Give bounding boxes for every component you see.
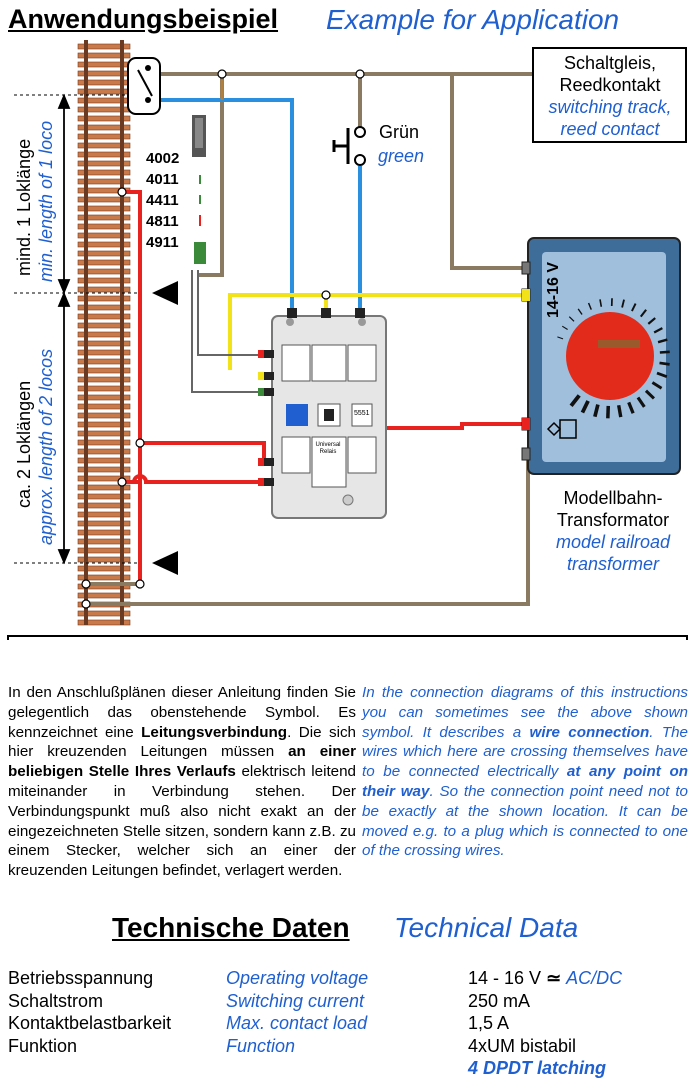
loco-two-label-en: approx. length of 2 locos bbox=[36, 348, 56, 545]
tech-title-en: Technical Data bbox=[394, 912, 579, 943]
tech-labels-en: Operating voltage Switching current Max.… bbox=[226, 968, 369, 1056]
universal-relay bbox=[258, 308, 387, 519]
transformer-voltage: 14-16 V bbox=[545, 261, 562, 318]
title-en: Example for Application bbox=[326, 4, 620, 35]
button-label-de: Grün bbox=[379, 122, 420, 142]
red-wires bbox=[122, 190, 528, 584]
junction-dots bbox=[81, 69, 365, 609]
label-box bbox=[532, 47, 687, 143]
tech-title-de: Technische Daten bbox=[112, 912, 350, 943]
relay-label: Universal Relais bbox=[315, 442, 341, 455]
loco-min-label-de: mind. 1 Loklänge bbox=[14, 138, 34, 276]
legend-text-en: In the connection diagrams of this instr… bbox=[362, 684, 689, 860]
dimension-lines bbox=[14, 94, 140, 564]
isolation-marker-bottom bbox=[152, 551, 178, 575]
tech-values: 14 - 16 V ≃ AC/DC 250 mA 1,5 A 4xUM bist… bbox=[468, 968, 623, 1078]
loco-two-label-de: ca. 2 Loklängen bbox=[14, 380, 34, 508]
dimension-arrows bbox=[57, 93, 71, 565]
tech-labels-de: Betriebsspannung Schaltstrom Kontaktbela… bbox=[8, 968, 172, 1056]
green-push-button bbox=[332, 126, 366, 166]
transformer bbox=[521, 237, 681, 475]
relay-code: 5551 bbox=[354, 410, 370, 417]
legend-text-de: In den Anschlußplänen dieser Anleitung f… bbox=[8, 684, 357, 880]
loco-min-label-en: min. length of 1 loco bbox=[36, 120, 56, 282]
transformer-label: Modellbahn- Transformator model railroad… bbox=[555, 488, 671, 574]
title-de: Anwendungsbeispiel bbox=[8, 4, 279, 34]
isolation-marker-top bbox=[152, 281, 178, 305]
reed-contact bbox=[127, 57, 161, 115]
blue-wires bbox=[160, 98, 362, 312]
signal-model-list: 4002 4011 4411 4811 4911 bbox=[146, 150, 180, 251]
switch-track-label: Schaltgleis, Reedkontakt switching track… bbox=[548, 53, 672, 139]
button-label-en: green bbox=[378, 146, 425, 166]
track bbox=[77, 40, 131, 626]
ac-dc-symbol: ≃ bbox=[546, 968, 562, 988]
signal-wires bbox=[191, 270, 264, 393]
symbol-box bbox=[7, 635, 688, 640]
wiring-diagram bbox=[7, 40, 688, 640]
signal-device bbox=[192, 80, 224, 264]
